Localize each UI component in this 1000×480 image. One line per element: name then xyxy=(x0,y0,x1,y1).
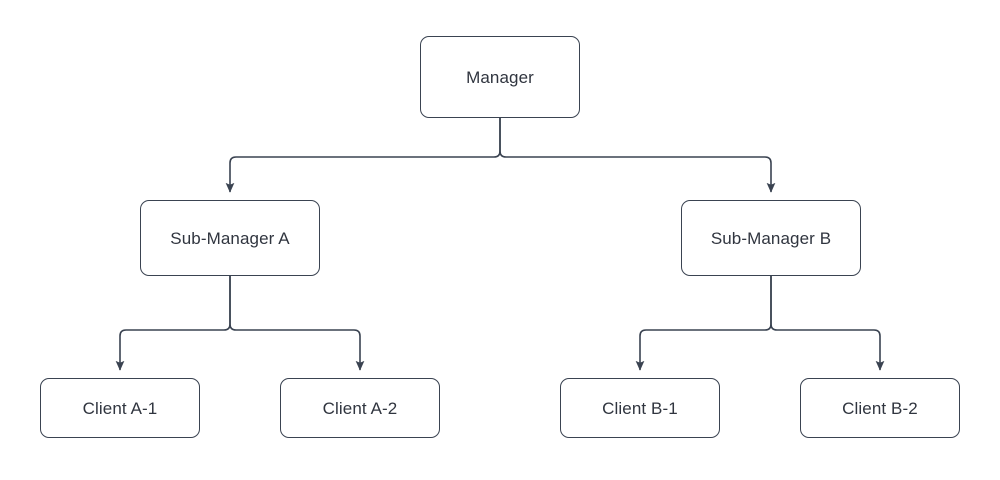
node-client-a-1-label: Client A-1 xyxy=(82,398,158,418)
edge-sub-a-to-client-a-1 xyxy=(115,276,231,371)
node-client-b-2[interactable]: Client B-2 xyxy=(800,378,960,438)
node-sub-manager-b[interactable]: Sub-Manager B xyxy=(681,200,861,276)
edge-sub-a-to-client-a-2 xyxy=(229,276,365,371)
node-client-b-2-label: Client B-2 xyxy=(842,398,918,418)
edge-manager-to-sub-b xyxy=(499,118,776,193)
node-manager-label: Manager xyxy=(466,67,534,87)
node-sub-manager-a[interactable]: Sub-Manager A xyxy=(140,200,320,276)
node-client-a-1[interactable]: Client A-1 xyxy=(40,378,200,438)
node-sub-manager-b-label: Sub-Manager B xyxy=(710,228,832,248)
node-manager[interactable]: Manager xyxy=(420,36,580,118)
node-sub-manager-a-label: Sub-Manager A xyxy=(170,228,290,248)
edge-sub-b-to-client-b-2 xyxy=(770,276,885,371)
edge-sub-b-to-client-b-1 xyxy=(635,276,772,371)
edge-manager-to-sub-a xyxy=(225,118,501,193)
node-client-b-1-label: Client B-1 xyxy=(602,398,678,418)
node-client-b-1[interactable]: Client B-1 xyxy=(560,378,720,438)
node-client-a-2-label: Client A-2 xyxy=(322,398,398,418)
node-client-a-2[interactable]: Client A-2 xyxy=(280,378,440,438)
